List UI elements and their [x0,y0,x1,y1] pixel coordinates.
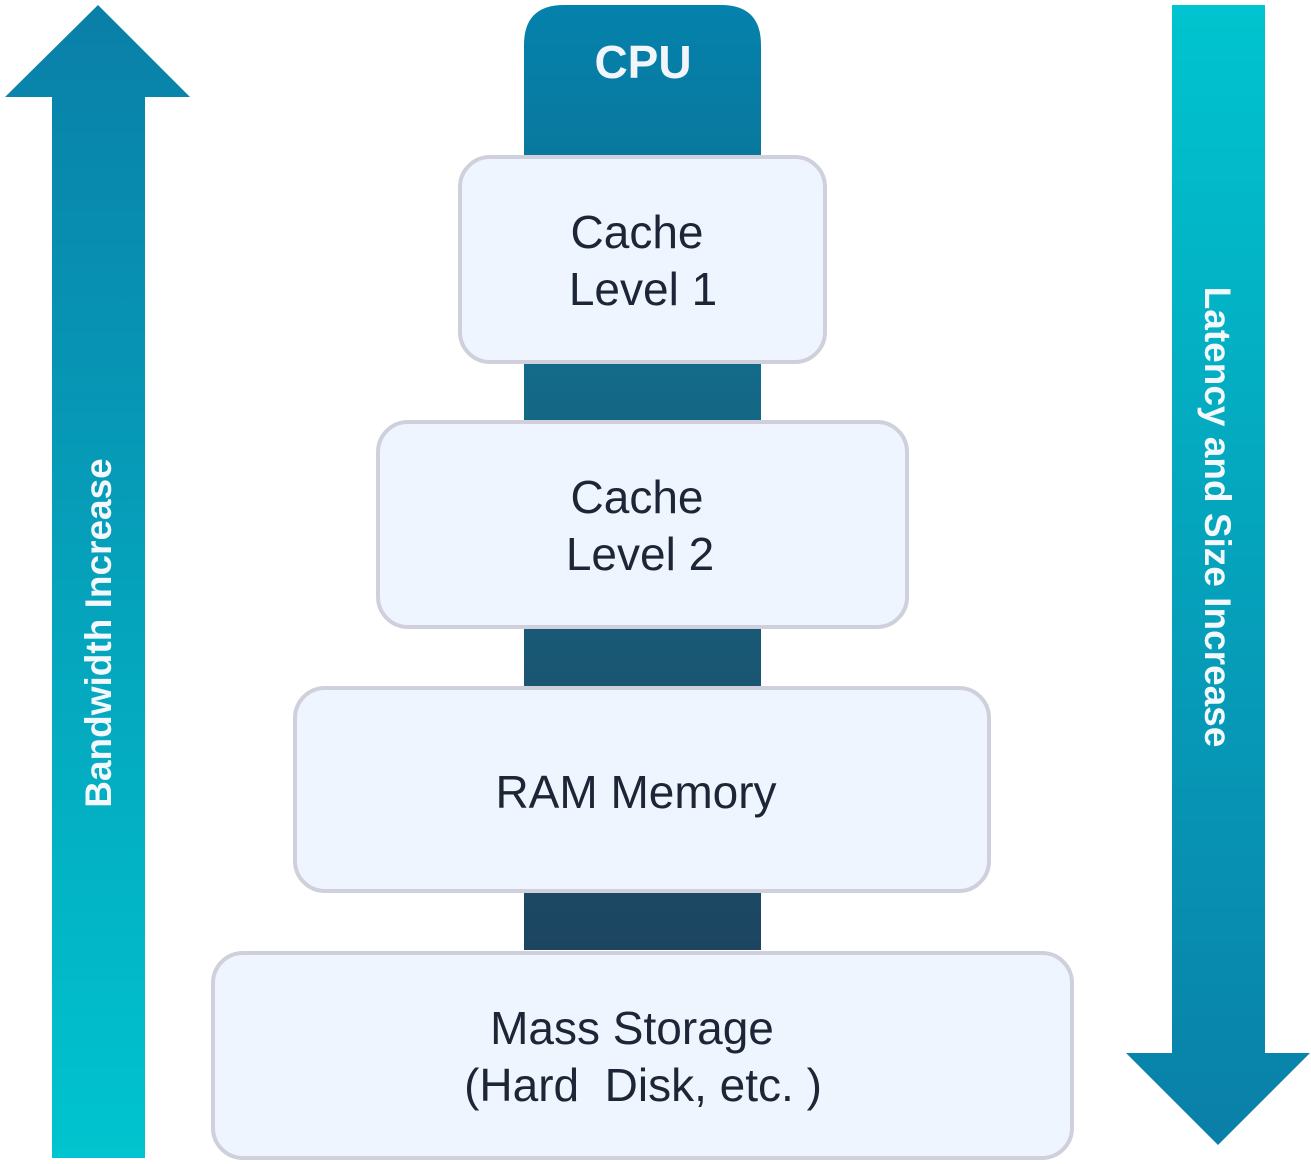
latency-arrow: Latency and Size Increase [1126,5,1310,1145]
level-label: Level 1 [569,263,717,315]
level-label: Cache [571,471,704,523]
arrow-up-icon [5,5,190,1158]
arrow-down-icon [1126,5,1310,1145]
bandwidth-arrow: Bandwidth Increase [5,5,190,1158]
level-cache-1: Cache Level 1 [458,155,827,364]
level-label: (Hard Disk, etc. ) [464,1059,822,1111]
level-label: Mass Storage [490,1002,774,1054]
cpu-label: CPU [594,36,691,88]
bandwidth-label: Bandwidth Increase [78,458,119,808]
level-cache-2: Cache Level 2 [376,420,909,629]
level-mass-storage: Mass Storage (Hard Disk, etc. ) [211,951,1074,1160]
level-label: Level 2 [566,528,714,580]
level-label: RAM Memory [495,766,776,818]
level-label: Cache [571,206,704,258]
level-ram: RAM Memory [293,686,991,893]
latency-label: Latency and Size Increase [1197,287,1238,748]
